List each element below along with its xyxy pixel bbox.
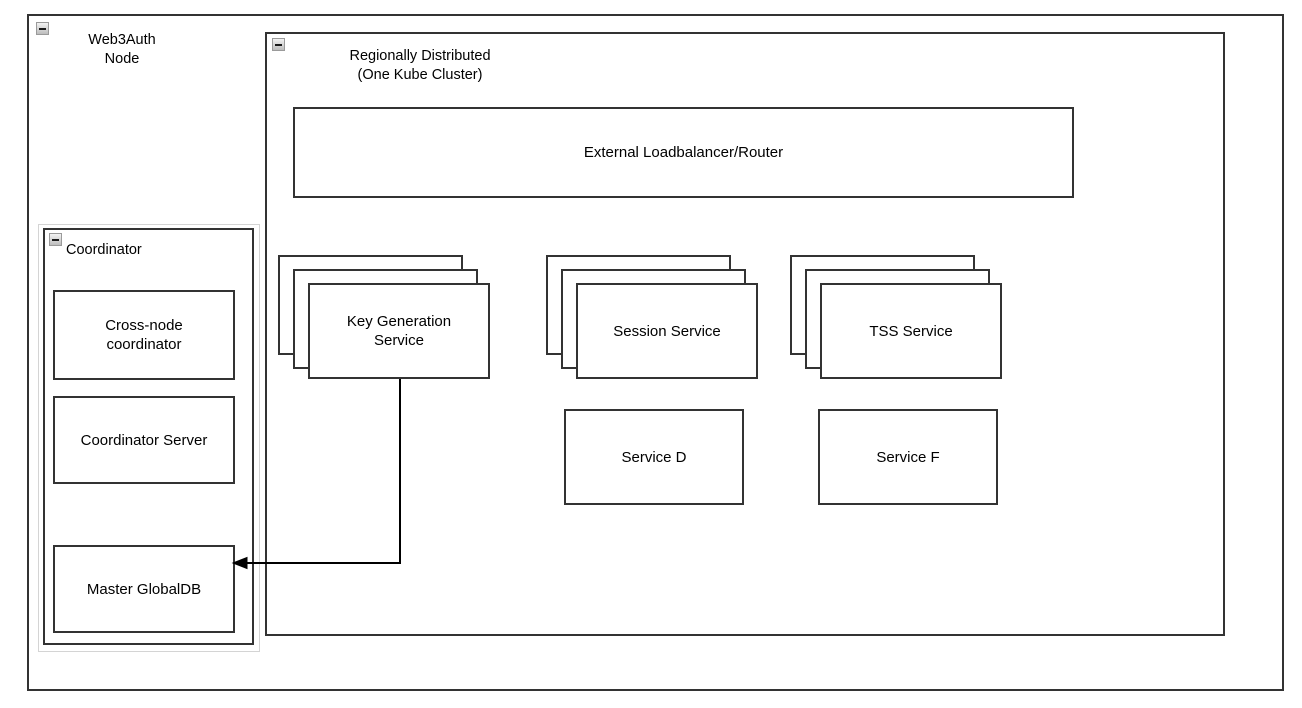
- coordinator-server-box[interactable]: [53, 396, 235, 484]
- service-d-box[interactable]: [564, 409, 744, 505]
- coordinator-title: Coordinator: [66, 242, 142, 258]
- stack-layer-front[interactable]: [308, 283, 490, 379]
- service-f-box[interactable]: [818, 409, 998, 505]
- collapse-minus-icon[interactable]: [49, 233, 62, 246]
- external-loadbalancer-box[interactable]: [293, 107, 1074, 198]
- stack-layer-front[interactable]: [820, 283, 1002, 379]
- collapse-minus-icon[interactable]: [272, 38, 285, 51]
- regionally-distributed-title: Regionally Distributed (One Kube Cluster…: [349, 48, 491, 83]
- tss-service-stack[interactable]: [790, 255, 1005, 383]
- cross-node-coordinator-box[interactable]: [53, 290, 235, 380]
- collapse-minus-icon[interactable]: [36, 22, 49, 35]
- session-service-stack[interactable]: [546, 255, 761, 383]
- stack-layer-front[interactable]: [576, 283, 758, 379]
- key-generation-service-stack[interactable]: [278, 255, 493, 383]
- master-globaldb-box[interactable]: [53, 545, 235, 633]
- web3auth-node-title: Web3Auth Node: [88, 32, 156, 67]
